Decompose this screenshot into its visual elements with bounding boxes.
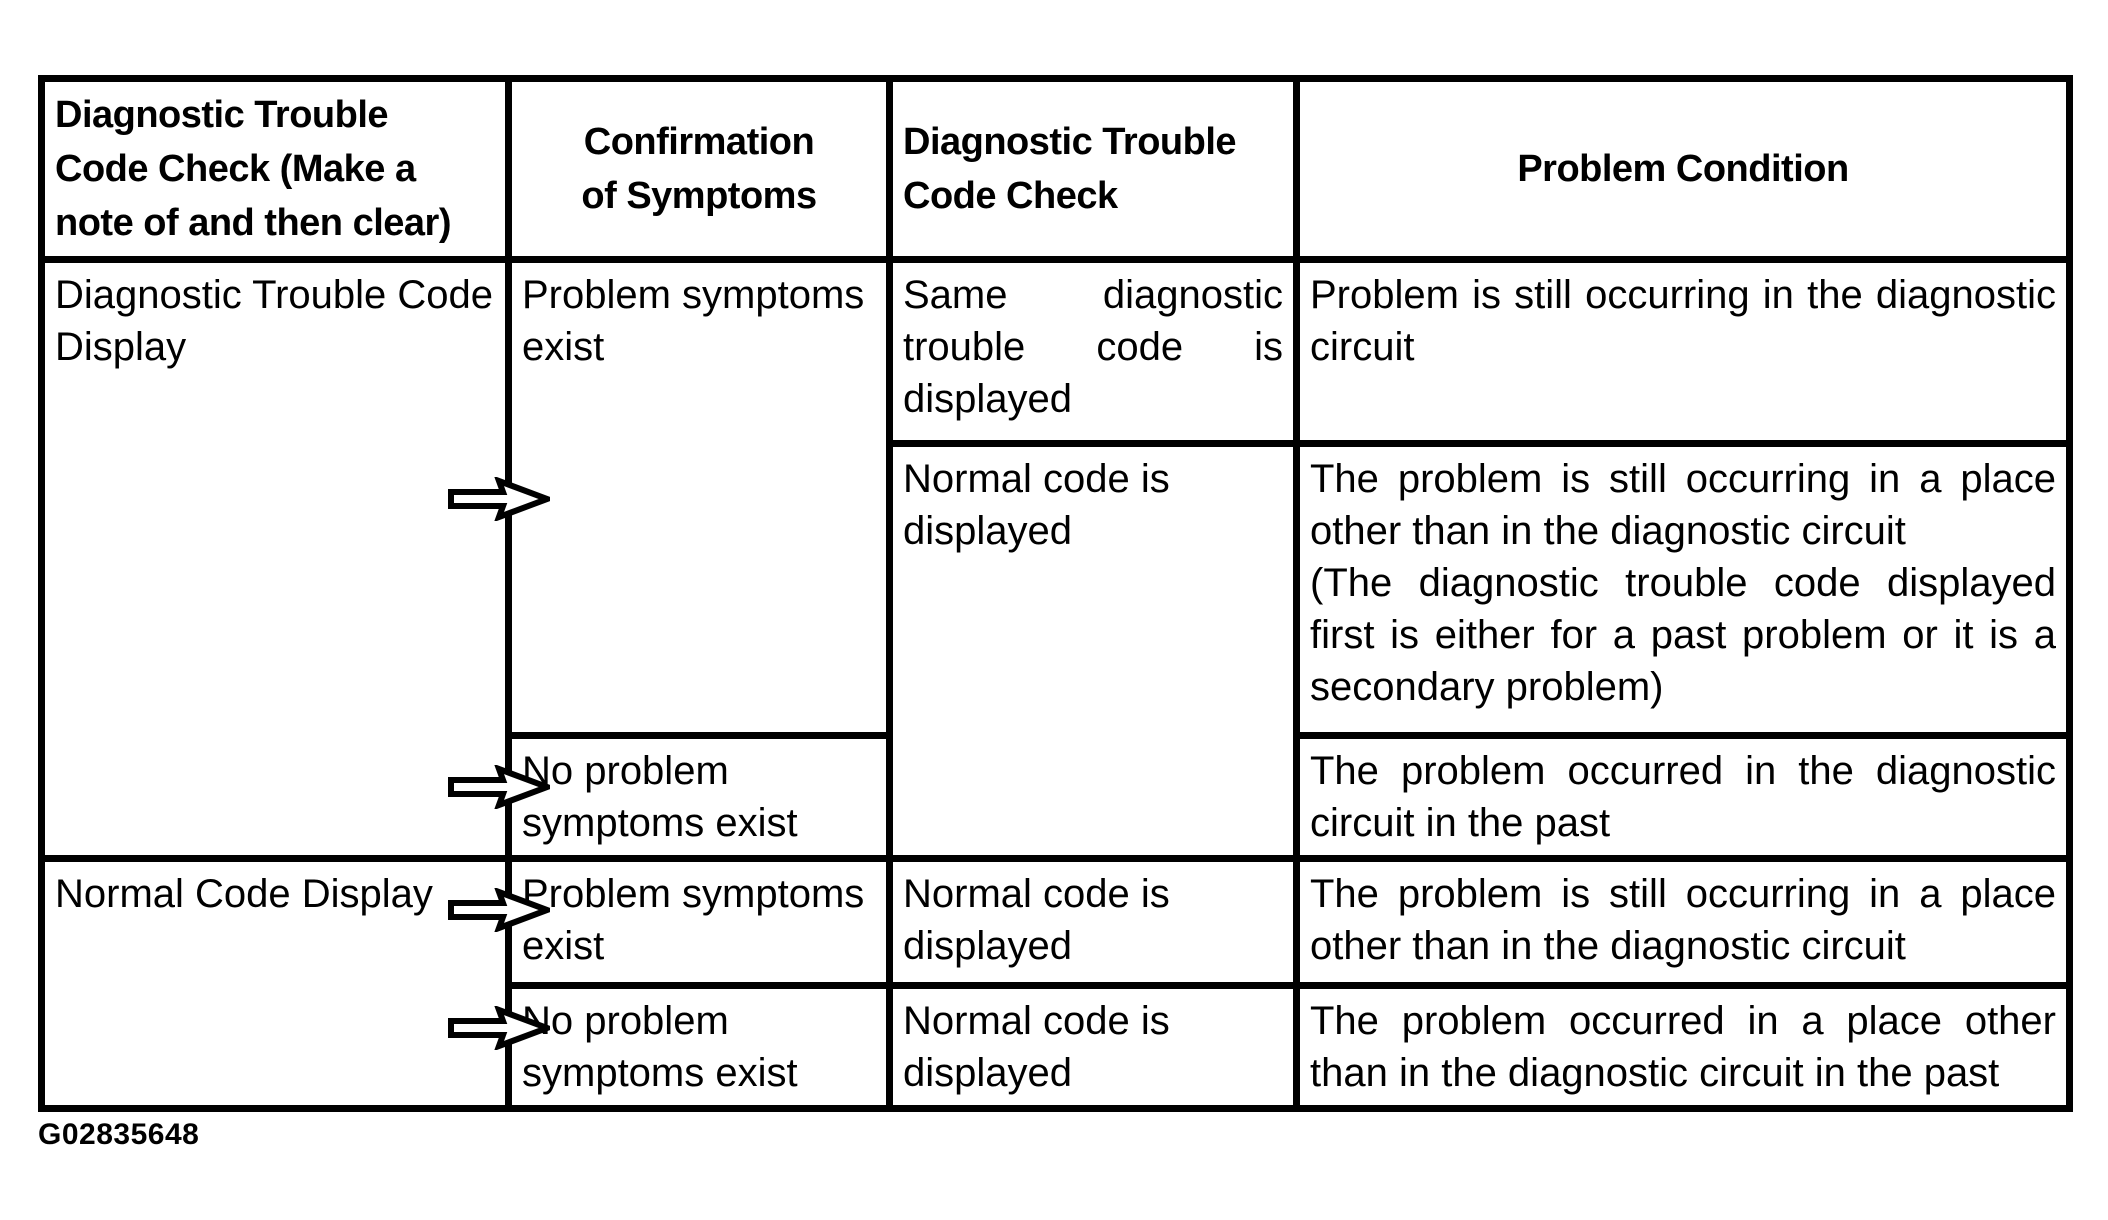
right-arrow-icon [448, 888, 550, 932]
header-problem-condition: Problem Condition [1293, 75, 2073, 263]
right-arrow-icon [448, 477, 550, 521]
header-row: Diagnostic Trouble Code Check (Make a no… [38, 75, 2073, 263]
right-arrow-icon [448, 1006, 550, 1050]
cell-normal-code-display-group: Normal Code Display [38, 855, 512, 1112]
cell-problem-symptoms-exist-1: Problem symptoms exist [505, 256, 893, 739]
header-dtc-check: Diagnostic Trouble Code Check [886, 75, 1300, 263]
table-row: Normal code is displayed The problem is … [42, 440, 2073, 862]
table-row: Normal Code Display Problem symptoms exi… [38, 855, 2073, 1112]
table-row: No problem symptoms exist The problem oc… [42, 732, 2073, 862]
cell-no-problem-symptoms-1: No problem symptoms exist [505, 732, 893, 862]
cell-condition-r1: Problem is still occurring in the diagno… [1293, 256, 2073, 447]
header-confirmation-of-symptoms: Confirmation of Symptoms [505, 75, 893, 263]
cell-normal-code-displayed-1: Normal code is displayed [886, 440, 1300, 862]
cell-normal-code-displayed-2: Normal code is displayed [886, 855, 1300, 989]
cell-condition-r2: The problem is still occurring in a plac… [1293, 440, 2073, 739]
right-arrow-icon [448, 765, 550, 809]
table-row: Diagnostic Trouble Code Display Problem … [38, 256, 2073, 862]
cell-condition-r3: The problem occurred in the diagnostic c… [1293, 732, 2073, 862]
figure-id: G02835648 [38, 1118, 200, 1151]
cell-problem-symptoms-exist-2: Problem symptoms exist [505, 855, 893, 989]
header-dtc-check-note: Diagnostic Trouble Code Check (Make a no… [38, 75, 512, 263]
cell-condition-r4: The problem is still occurring in a plac… [1293, 855, 2073, 989]
table-row: No problem symptoms exist Normal code is… [42, 982, 2073, 1112]
cell-no-problem-symptoms-2: No problem symptoms exist [505, 982, 893, 1112]
cell-dtc-display: Diagnostic Trouble Code Display [38, 256, 512, 862]
diagnostic-trouble-code-table: Diagnostic Trouble Code Check (Make a no… [38, 75, 2073, 1112]
cell-normal-code-displayed-3: Normal code is displayed [886, 982, 1300, 1112]
cell-condition-r5: The problem occurred in a place other th… [1293, 982, 2073, 1112]
cell-same-code-displayed: Same diagnostic trouble code is displaye… [886, 256, 1300, 447]
